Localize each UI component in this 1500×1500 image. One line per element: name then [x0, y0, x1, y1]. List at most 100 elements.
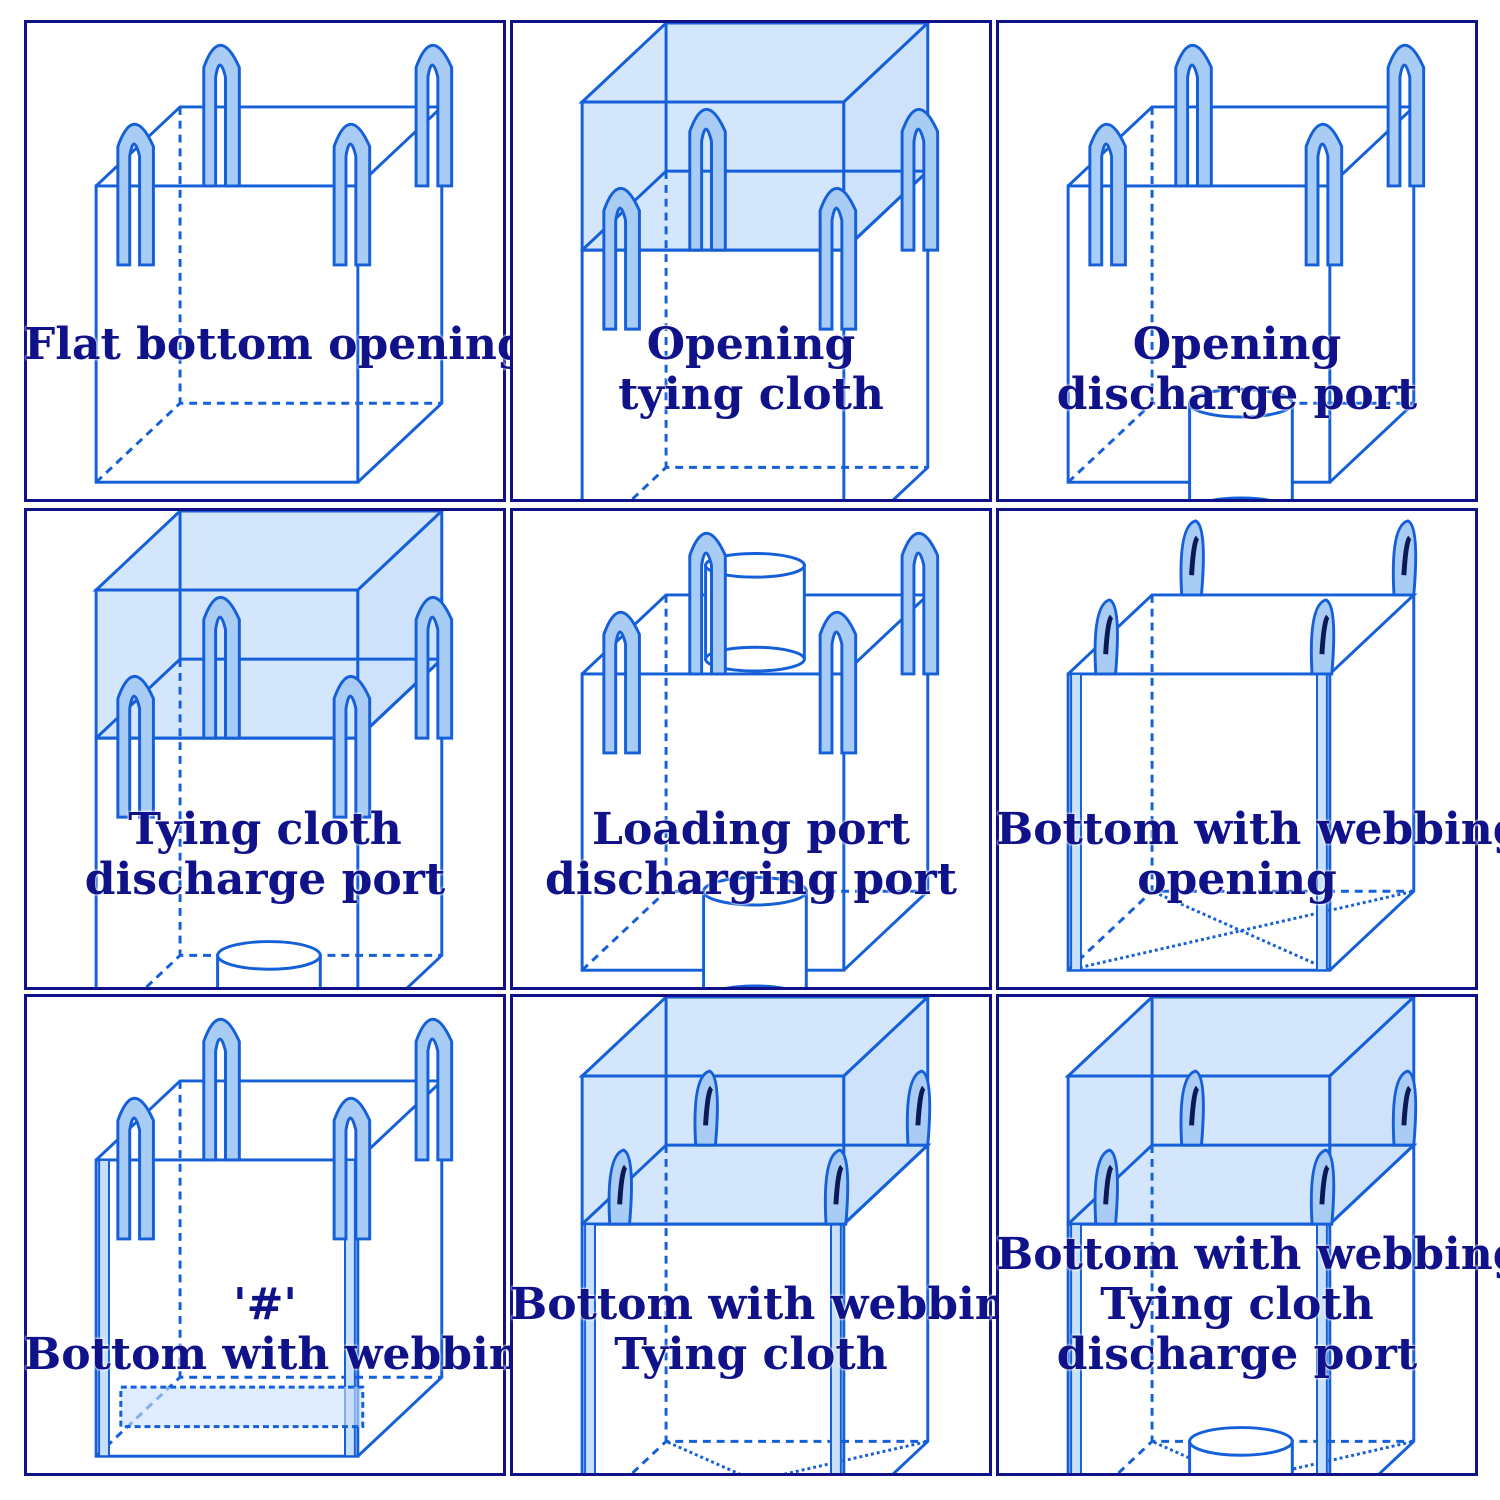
corner-loop-slot-0	[1103, 614, 1114, 655]
lifting-loop-2	[688, 108, 727, 252]
discharge-port-opening	[1211, 496, 1271, 499]
panel-label-line: Bottom with webbing	[996, 804, 1500, 855]
hash-webbing	[119, 1385, 365, 1429]
bag-hidden-bottom	[630, 465, 928, 499]
lifting-loops	[602, 108, 940, 331]
bag-body	[1066, 593, 1418, 972]
bag-hidden-bottom	[95, 401, 442, 484]
webbing-strap-1	[344, 1158, 356, 1458]
bag-front-face	[1066, 1222, 1332, 1473]
bag-illustration	[578, 997, 932, 1473]
corner-loop-slot-3	[1401, 1085, 1412, 1126]
panel-label-line: Opening	[646, 319, 856, 370]
bag-body	[1064, 997, 1418, 1473]
lifting-loop-0	[116, 1097, 155, 1241]
lifting-loop-2	[688, 532, 727, 676]
panel-label-line: Tying cloth	[128, 804, 402, 855]
corner-loop-slot-1	[1319, 614, 1330, 655]
bag-illustration	[94, 44, 454, 484]
loading-port-top	[704, 551, 806, 579]
panel-label-line: discharging port	[545, 854, 957, 905]
bag-illustration	[578, 23, 940, 499]
corner-loop-slot-2	[1189, 535, 1200, 576]
panel-label-line: Bottom with webbing	[996, 1229, 1500, 1280]
lifting-loop-3	[900, 532, 940, 676]
lifting-loop-3	[414, 44, 454, 188]
bag-panel-flat-bottom-opening	[24, 20, 506, 502]
bag-top-edge	[1067, 593, 1418, 676]
bag-side-edge	[1328, 594, 1416, 972]
lifting-loop-1	[332, 123, 372, 267]
corner-loop-slot-2	[1189, 1085, 1200, 1126]
webbing-cross-2	[665, 1440, 741, 1473]
bag-panel-hash-bottom-with-webbing	[24, 994, 506, 1476]
panel-label: '#'Bottom with webbing	[24, 1280, 552, 1380]
panel-label-line: Bottom with webbing	[24, 1329, 552, 1380]
lifting-loop-1	[1304, 123, 1344, 267]
lifting-loops	[602, 532, 940, 755]
bag-illustration	[1066, 44, 1426, 499]
discharge-port-top	[1188, 387, 1294, 419]
lifting-loop-2	[1174, 44, 1213, 188]
bag-panel-opening-discharge-port	[996, 20, 1478, 502]
corner-loop-slot-1	[1319, 1164, 1330, 1205]
tying-cloth-top	[578, 23, 930, 104]
corner-loop-slot-0	[1103, 1164, 1114, 1205]
lifting-loop-3	[414, 1018, 454, 1162]
tying-cloth-top	[92, 511, 444, 592]
panel-label-line: Bottom with webbing	[510, 1279, 1038, 1330]
discharge-port-top	[702, 875, 808, 907]
corner-loop-slot-2	[703, 1085, 714, 1126]
panel-label-line: Opening	[1132, 319, 1342, 370]
panel-label-line: Flat bottom opening	[24, 319, 528, 370]
webbing-strap-0	[584, 1223, 596, 1473]
bag-illustration	[1064, 997, 1418, 1473]
bag-panel-bottom-with-webbing-opening	[996, 508, 1478, 990]
bag-body	[580, 551, 932, 987]
lifting-loop-2	[202, 596, 241, 740]
bag-body	[94, 1079, 446, 1458]
lifting-loops	[116, 1018, 454, 1241]
webbing-cross-2	[1151, 1440, 1227, 1473]
lifting-loop-0	[1088, 123, 1127, 267]
discharge-port-opening	[725, 984, 785, 987]
webbing-strap-0	[1070, 672, 1082, 972]
lifting-loop-0	[602, 611, 641, 755]
webbing-cross-1	[782, 1439, 929, 1473]
tying-cloth-top	[578, 997, 930, 1078]
panel-label-line: discharge port	[84, 854, 446, 905]
lifting-loop-2	[202, 1018, 241, 1162]
bag-front-face	[1066, 672, 1332, 972]
bag-panel-loading-port-discharging-port	[510, 508, 992, 990]
lifting-loops	[116, 596, 454, 819]
lifting-loop-0	[116, 123, 155, 267]
bag-illustration	[1066, 519, 1418, 972]
panel-label-line: discharge port	[1056, 1329, 1418, 1380]
panel-label-line: Loading port	[592, 804, 910, 855]
bag-front-face	[580, 1222, 846, 1473]
lifting-loop-1	[818, 187, 858, 331]
lifting-loop-0	[602, 187, 641, 331]
lifting-loops	[116, 44, 454, 267]
corner-loop-slot-3	[1401, 535, 1412, 576]
bag-body	[1066, 105, 1418, 499]
lifting-loops	[607, 1069, 932, 1226]
bag-hidden-bottom	[95, 1375, 442, 1458]
bag-hidden-bottom	[630, 1439, 928, 1473]
bag-panel-opening-tying-cloth	[510, 20, 992, 502]
lifting-loop-1	[332, 675, 372, 819]
webbing-cross-2	[1151, 889, 1331, 972]
lifting-loop-3	[1386, 44, 1426, 188]
panel-label-line: Tying cloth	[614, 1329, 888, 1380]
panel-label-line: opening	[1137, 854, 1337, 905]
bag-illustration	[94, 1018, 454, 1458]
lifting-loops	[1093, 519, 1418, 676]
